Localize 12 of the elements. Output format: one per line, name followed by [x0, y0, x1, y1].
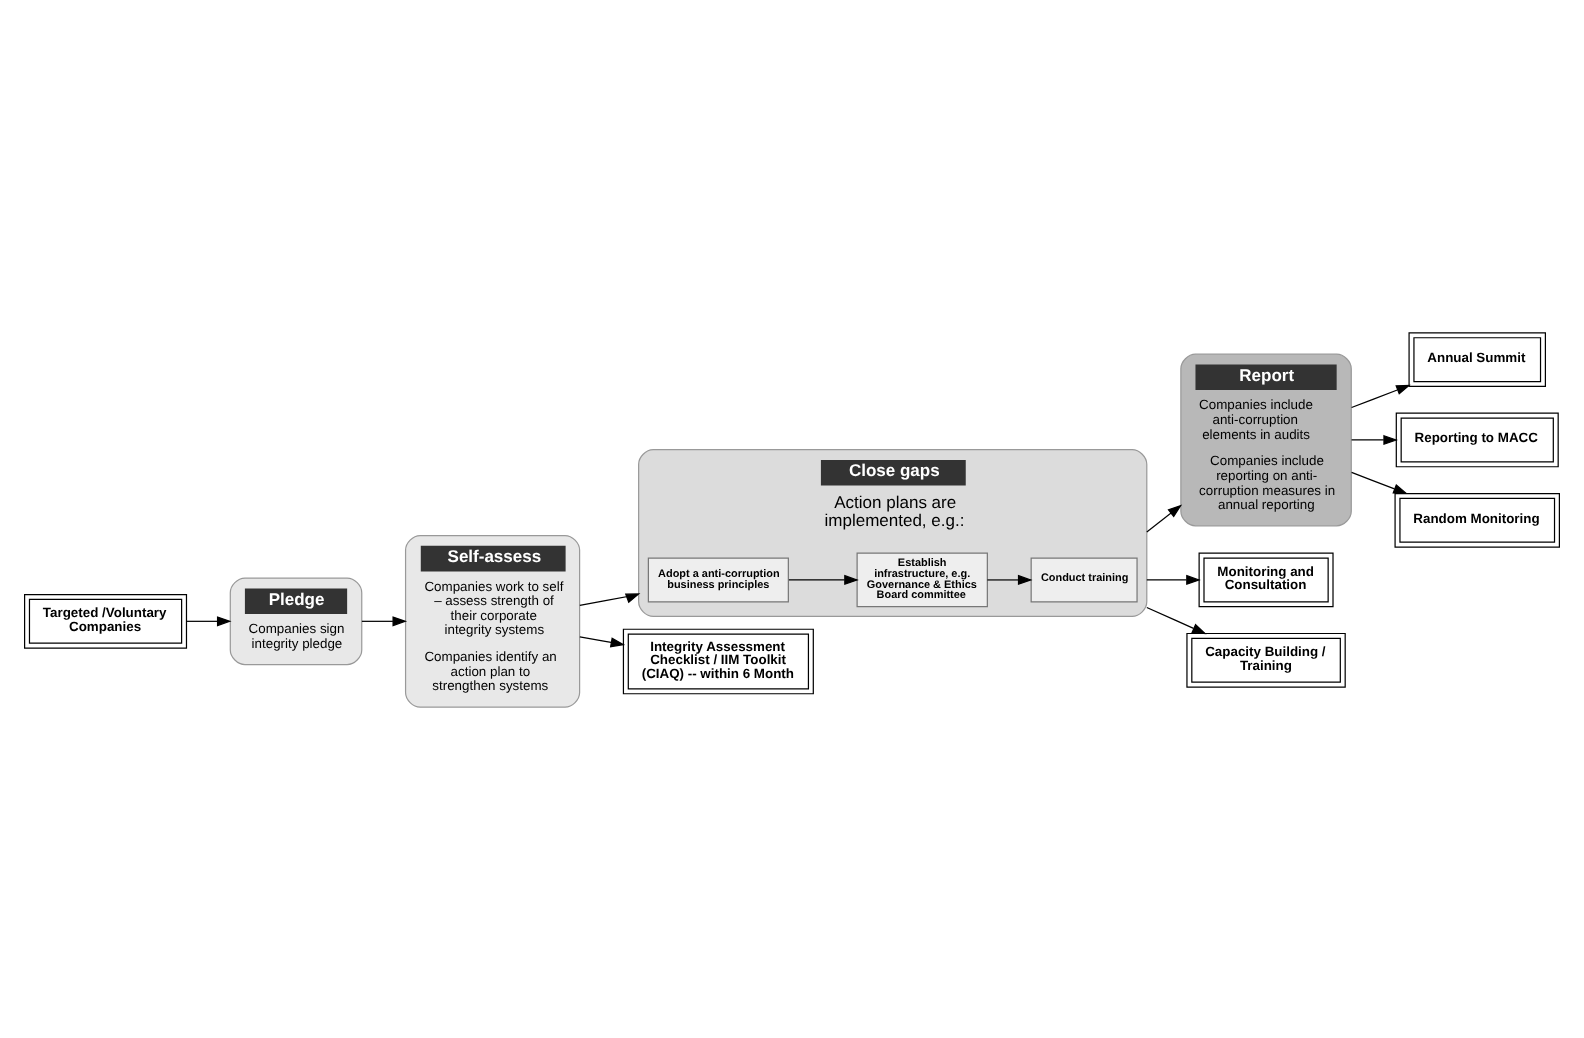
arrow: [1350, 470, 1408, 494]
arrow: [1350, 433, 1398, 445]
arrow: [185, 615, 232, 626]
arrow: [1350, 383, 1411, 408]
arrow: [361, 615, 408, 626]
arrow: [1146, 503, 1183, 532]
arrow: [788, 573, 859, 585]
arrow: [986, 573, 1033, 585]
arrow: [1146, 573, 1201, 585]
arrow: [1146, 605, 1207, 634]
arrow: [579, 592, 641, 605]
arrow: [579, 635, 626, 647]
